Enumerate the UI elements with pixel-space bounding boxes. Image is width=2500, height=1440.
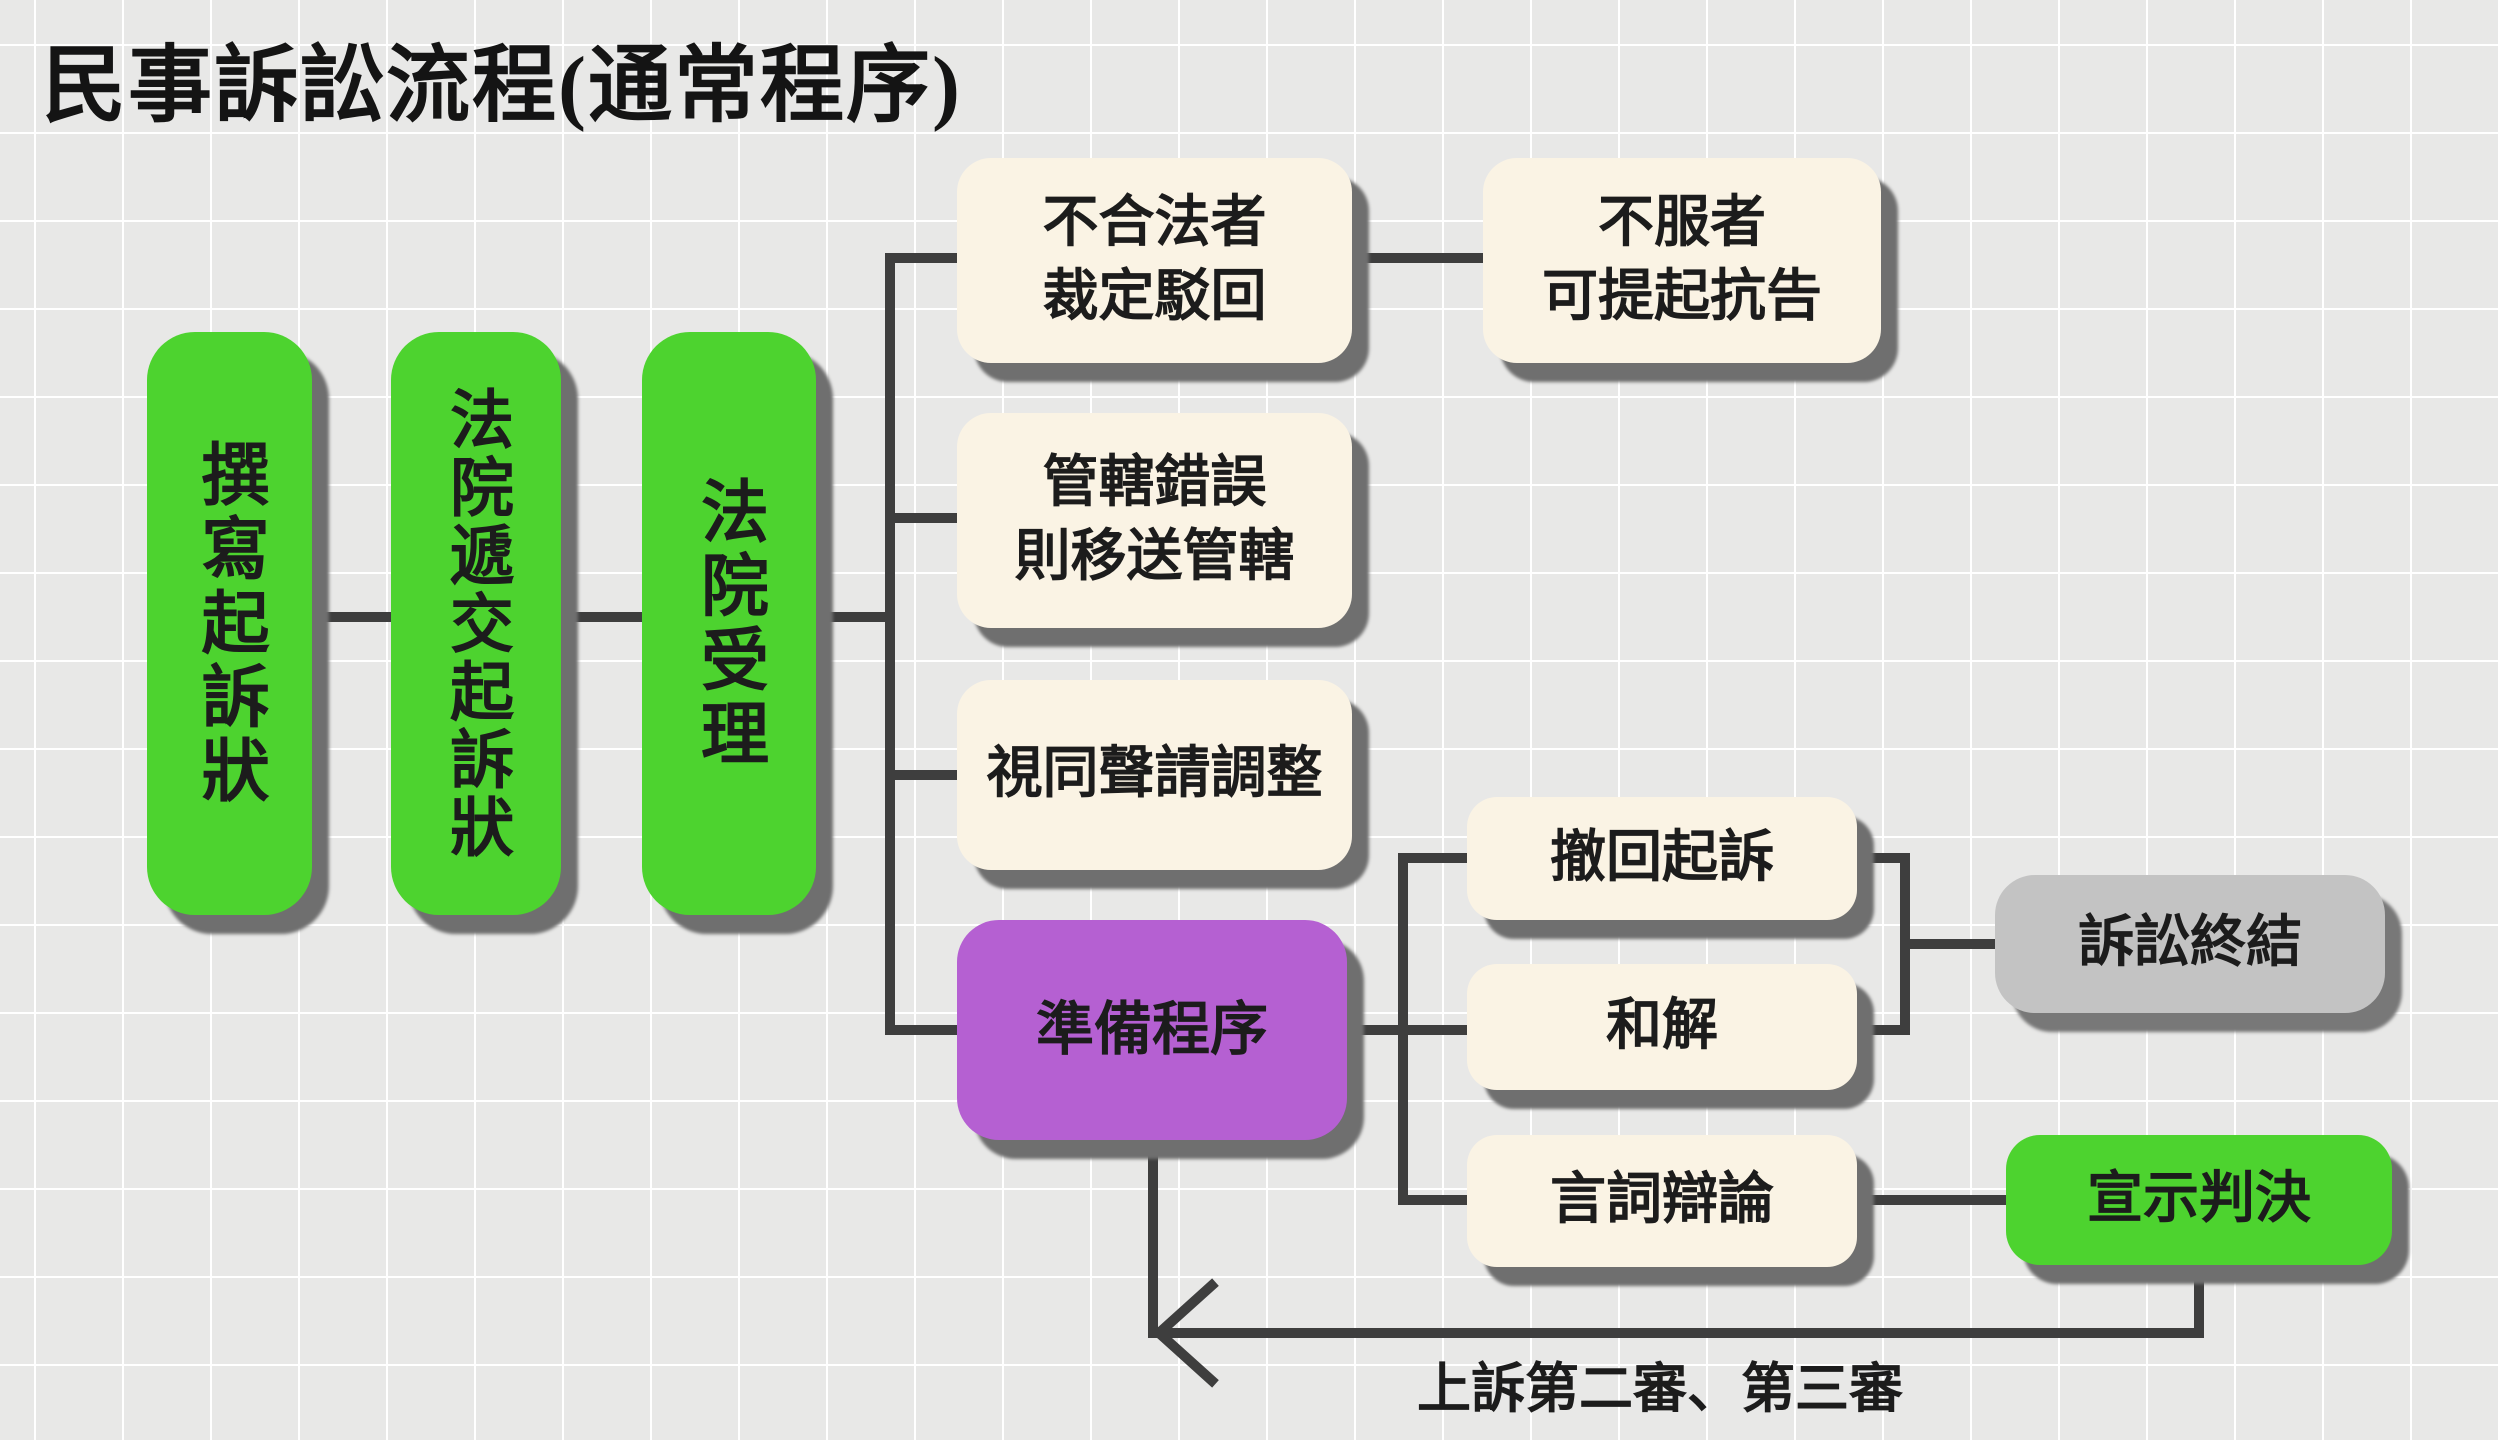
connector-appeal-return xyxy=(1158,1328,2204,1338)
node-label-line1: 不服者 xyxy=(1598,191,1766,254)
connector-preparation-settlement xyxy=(1345,1025,1475,1035)
node-submit-complaint: 法院遞交起訴狀 xyxy=(391,332,561,915)
node-label: 訴訟終結 xyxy=(2078,912,2302,975)
node-withdraw-suit: 撤回起訴 xyxy=(1467,797,1857,920)
node-label: 法院遞交起訴狀 xyxy=(441,385,512,862)
connector-preparation-down xyxy=(1148,1140,1158,1338)
node-label-line2: 則移送管轄 xyxy=(1014,525,1295,588)
node-label-line1: 不合法者 xyxy=(1042,191,1267,254)
connector-trunk-preparation xyxy=(890,1025,960,1035)
connector-trunk-withdraw xyxy=(1403,853,1473,863)
node-label: 和解 xyxy=(1606,995,1718,1058)
node-label: 撰寫起訴狀 xyxy=(191,438,267,809)
node-label-line1: 管轄錯誤 xyxy=(1042,451,1267,514)
node-label: 準備程序 xyxy=(1035,996,1268,1062)
connector-judgment-down xyxy=(2194,1263,2204,1338)
node-label: 宣示判決 xyxy=(2087,1168,2311,1231)
node-label: 法院受理 xyxy=(690,475,767,772)
node-preparation-procedure: 準備程序 xyxy=(957,920,1347,1140)
node-label: 撤回起訴 xyxy=(1550,826,1774,889)
node-label: 視同聲請調整 xyxy=(986,743,1323,806)
connector-trunk-middle xyxy=(1398,853,1408,1205)
connector-trunk3-end xyxy=(1905,939,2000,949)
node-court-accepts: 法院受理 xyxy=(642,332,816,915)
page-title: 民事訴訟流程(通常程序) xyxy=(42,40,962,133)
node-oral-argument: 言詞辯論 xyxy=(1467,1135,1857,1267)
connector-trunk-oral xyxy=(1403,1195,1473,1205)
node-label-line2: 可提起抗告 xyxy=(1542,265,1822,328)
connector-trunk-jurisdiction xyxy=(890,513,960,523)
appeal-path-label: 上訴第二審、第三審 xyxy=(1417,1359,1903,1419)
node-deemed-mediation: 視同聲請調整 xyxy=(957,680,1352,870)
connector-submit-accept xyxy=(540,612,660,622)
connector-withdraw-trunk3 xyxy=(1855,853,1910,863)
node-label-line2: 裁定駁回 xyxy=(1042,265,1267,328)
node-pronounce-judgment: 宣示判決 xyxy=(2006,1135,2392,1265)
connector-settlement-trunk3 xyxy=(1855,1025,1910,1035)
connector-trunk-illegal xyxy=(890,253,960,263)
connector-oral-judgment xyxy=(1855,1195,2015,1205)
connector-trunk-mediation xyxy=(890,770,960,780)
connector-trunk-left xyxy=(885,253,895,1035)
node-illegal-dismissed: 不合法者 裁定駁回 xyxy=(957,158,1352,363)
node-objection-appeal: 不服者 可提起抗告 xyxy=(1483,158,1881,363)
node-settlement: 和解 xyxy=(1467,964,1857,1090)
node-jurisdiction-transfer: 管轄錯誤 則移送管轄 xyxy=(957,413,1352,628)
connector-illegal-objection xyxy=(1350,253,1485,263)
node-litigation-end: 訴訟終結 xyxy=(1995,875,2385,1013)
connector-draft-submit xyxy=(280,612,420,622)
node-draft-complaint: 撰寫起訴狀 xyxy=(147,332,312,915)
connector-accept-trunk xyxy=(800,612,895,622)
node-label: 言詞辯論 xyxy=(1550,1169,1774,1232)
